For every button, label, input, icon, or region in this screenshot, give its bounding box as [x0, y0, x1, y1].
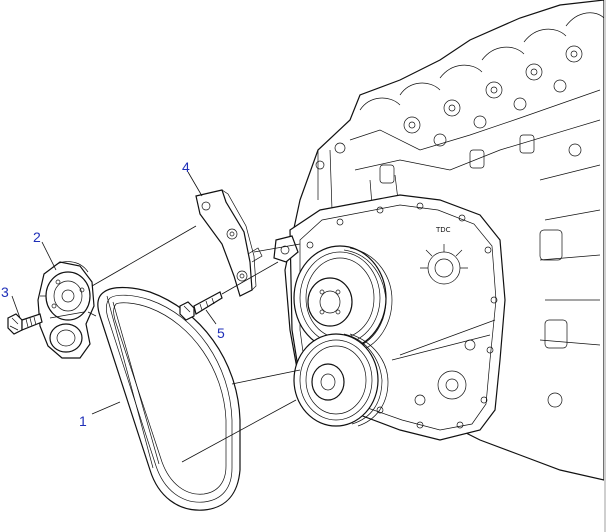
callout-4[interactable]: 4 — [182, 159, 190, 175]
mounting-bracket — [195, 189, 263, 297]
tensioner-bolt — [7, 313, 43, 335]
tdc-badge: TDC — [436, 226, 451, 234]
belt-tensioner — [37, 261, 97, 359]
assembly-lines — [91, 225, 301, 463]
callout-5[interactable]: 5 — [217, 325, 225, 341]
engine-block — [273, 0, 604, 481]
serpentine-belt — [97, 286, 241, 511]
callout-1[interactable]: 1 — [79, 413, 87, 429]
callout-2[interactable]: 2 — [33, 229, 41, 245]
callout-leaders — [11, 171, 217, 415]
crankshaft-pulley — [293, 333, 389, 427]
callout-3[interactable]: 3 — [1, 284, 9, 300]
bracket-bolt — [179, 291, 223, 321]
